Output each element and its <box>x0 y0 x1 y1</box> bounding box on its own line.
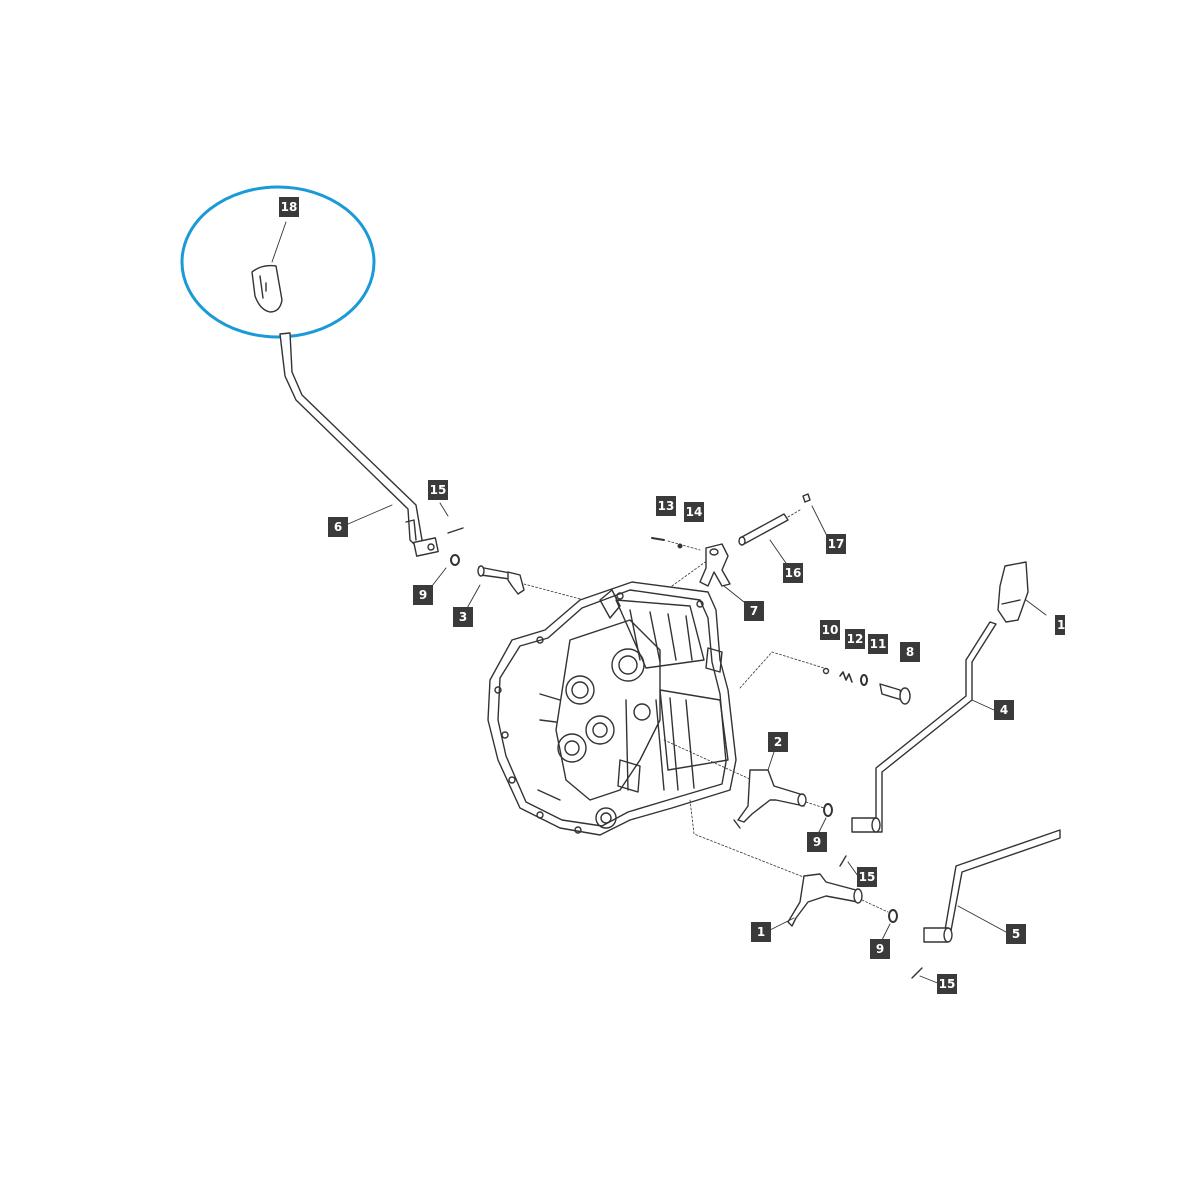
rod-16 <box>738 509 801 546</box>
callout-2[interactable]: 2 <box>768 732 788 752</box>
callout-18[interactable]: 18 <box>279 197 299 217</box>
callout-15-left[interactable]: 15 <box>428 480 448 500</box>
fork-2 <box>733 769 807 829</box>
gearbox-housing <box>487 581 737 836</box>
fork-7 <box>699 543 731 587</box>
callout-14[interactable]: 14 <box>684 502 704 522</box>
oring-9-middle <box>823 803 833 817</box>
callout-8[interactable]: 8 <box>900 642 920 662</box>
pin-15-left <box>447 527 464 534</box>
spring-12 <box>839 671 853 683</box>
callout-13[interactable]: 13 <box>656 496 676 516</box>
callout-15-bottom[interactable]: 15 <box>937 974 957 994</box>
knob-18 <box>251 264 283 313</box>
callout-10[interactable]: 10 <box>820 620 840 640</box>
callout-6[interactable]: 6 <box>328 517 348 537</box>
lever-5 <box>923 829 1061 943</box>
callout-5[interactable]: 5 <box>1006 924 1026 944</box>
plug-8 <box>879 683 911 705</box>
pin-15-middle <box>839 855 847 867</box>
callout-1[interactable]: 1 <box>751 922 771 942</box>
callout-7[interactable]: 7 <box>744 601 764 621</box>
highlight-circle <box>180 185 376 339</box>
lever-4 <box>851 621 997 833</box>
callout-9-middle[interactable]: 9 <box>807 832 827 852</box>
callout-17[interactable]: 17 <box>826 534 846 554</box>
callout-11[interactable]: 11 <box>868 634 888 654</box>
pin-13 <box>651 537 665 541</box>
callout-9-bottom[interactable]: 9 <box>870 939 890 959</box>
callout-18-right[interactable]: 18 <box>1055 615 1065 635</box>
callout-4[interactable]: 4 <box>994 700 1014 720</box>
callout-15-middle[interactable]: 15 <box>857 867 877 887</box>
callout-3[interactable]: 3 <box>453 607 473 627</box>
shaft-3 <box>477 565 585 601</box>
callout-9-left[interactable]: 9 <box>413 585 433 605</box>
lever-6 <box>279 332 439 557</box>
oring-9-bottom <box>888 909 898 923</box>
pin-15-bottom <box>911 967 923 979</box>
callout-12[interactable]: 12 <box>845 629 865 649</box>
callout-16[interactable]: 16 <box>783 563 803 583</box>
oring-11 <box>860 674 868 686</box>
knob-4 <box>997 561 1029 623</box>
ball-10 <box>822 667 830 675</box>
fork-1 <box>787 873 863 927</box>
oring-9-left <box>450 554 460 566</box>
clip-17 <box>802 493 811 503</box>
